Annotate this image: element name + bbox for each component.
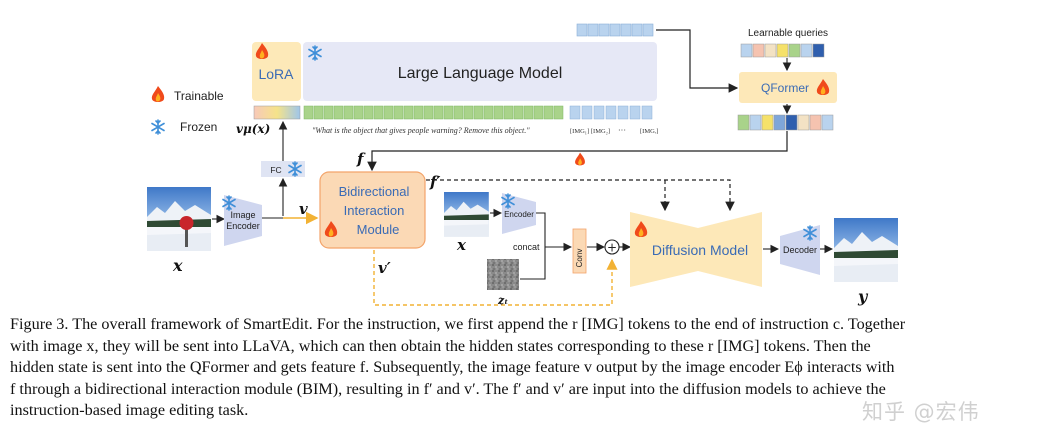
qformer-block: QFormer	[739, 72, 837, 103]
legend: Trainable Frozen	[151, 86, 224, 135]
y-label: y	[857, 287, 869, 306]
image-encoder-label-2: Encoder	[226, 221, 260, 231]
learnable-queries-label: Learnable queries	[748, 28, 828, 39]
decoder: Decoder	[780, 225, 820, 275]
input-image-x-small	[444, 192, 489, 237]
caption-line-2: with image x, they will be sent into LLa…	[10, 336, 871, 355]
img-ellipsis: ···	[618, 126, 626, 135]
concat-label: concat	[513, 242, 540, 252]
input-image-x	[147, 187, 211, 251]
diffusion-model: Diffusion Model	[630, 212, 762, 287]
caption-line-5: instruction-based image editing task.	[10, 401, 249, 419]
output-image-y	[834, 218, 898, 282]
f-label: f	[356, 150, 366, 168]
diffusion-label: Diffusion Model	[652, 242, 748, 258]
llm-label: Large Language Model	[398, 65, 563, 82]
v-mu-label: vμ(x)	[236, 122, 270, 136]
fc-label: FC	[270, 165, 281, 175]
zt-label: zₜ	[497, 294, 508, 307]
v-prime-label: v′	[378, 259, 391, 277]
llm-input-tokens	[253, 105, 653, 120]
x-label-small: x	[456, 236, 467, 254]
caption-line-4: f through a bidirectional interaction mo…	[10, 379, 886, 398]
instruction-text: "What is the object that gives people wa…	[312, 126, 530, 135]
caption-line-1: Figure 3. The overall framework of Smart…	[10, 315, 906, 333]
bim-line-3: Module	[357, 222, 400, 237]
v-label: v	[299, 200, 308, 218]
img-last-token: [IMGᵣ]	[640, 128, 658, 135]
encoder: Encoder	[501, 193, 536, 234]
frozen-icon	[151, 119, 165, 135]
figure-caption: Figure 3. The overall framework of Smart…	[10, 314, 1036, 422]
fc-block: FC	[261, 161, 305, 177]
conv-label: Conv	[575, 249, 584, 268]
encoder-label: Encoder	[504, 210, 534, 219]
trainable-icon	[151, 86, 165, 102]
llm-block: Large Language Model	[303, 42, 657, 101]
qformer-output-tokens	[737, 114, 834, 131]
legend-trainable: Trainable	[174, 89, 224, 103]
image-encoder-label-1: Image	[230, 210, 255, 220]
bim-block: Bidirectional Interaction Module	[319, 171, 426, 249]
learnable-query-tokens	[740, 43, 825, 58]
add-node: +	[604, 239, 620, 255]
plus-label: +	[607, 241, 617, 255]
bim-line-1: Bidirectional	[339, 184, 410, 199]
watermark: 知乎 @宏伟	[862, 400, 980, 424]
bim-line-2: Interaction	[344, 203, 405, 218]
framework-figure: Trainable Frozen LoRA Large Language Mod…	[147, 23, 898, 307]
img-tokens: [IMG₁] [IMG₂]	[570, 128, 610, 135]
qformer-label: QFormer	[761, 81, 809, 95]
f-prime-label: f′	[429, 173, 440, 191]
conv-block: Conv	[572, 152, 587, 274]
lora-block: LoRA	[252, 42, 301, 101]
legend-frozen: Frozen	[180, 120, 217, 134]
x-label: x	[172, 256, 183, 275]
caption-line-3: hidden state is sent into the QFormer an…	[10, 358, 895, 376]
lora-label: LoRA	[258, 66, 294, 82]
noise-latent	[487, 259, 519, 290]
image-encoder: Image Encoder	[222, 195, 262, 246]
decoder-label: Decoder	[783, 245, 817, 255]
llm-output-tokens	[576, 23, 654, 37]
